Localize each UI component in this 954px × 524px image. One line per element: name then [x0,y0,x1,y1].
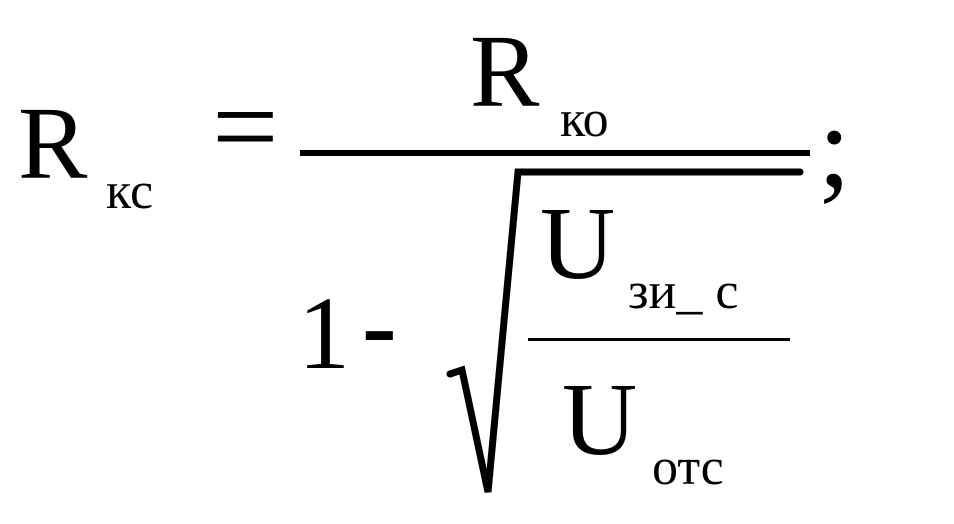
inner-fraction-bar [528,338,790,341]
inner-numerator-subscript: зи_ с [628,263,739,320]
semicolon: ; [818,81,851,212]
denominator-minus: - [362,268,397,383]
inner-denominator-subscript: отс [652,439,724,496]
lhs-subscript: кс [106,163,154,220]
numerator-symbol: R [470,14,540,129]
main-fraction-bar [300,150,810,156]
lhs-symbol: R [18,86,88,201]
numerator-subscript: ко [560,91,609,148]
equals-sign: = [212,61,279,192]
inner-denominator-symbol: U [562,362,638,477]
inner-numerator-symbol: U [540,186,616,301]
denominator-one: 1 [298,276,350,391]
